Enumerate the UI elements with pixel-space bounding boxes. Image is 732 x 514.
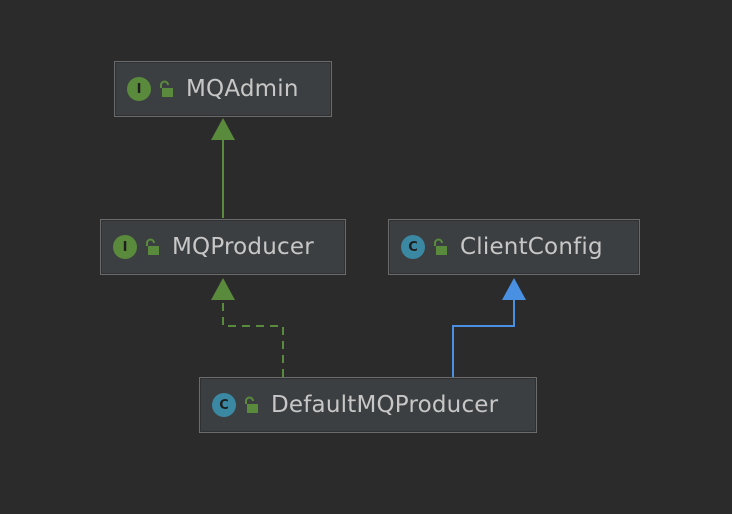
edge-defaultmqproducer-to-clientconfig: [452, 278, 526, 377]
open-lock-icon: [434, 238, 447, 255]
node-label: MQAdmin: [186, 76, 299, 102]
class-icon: C: [401, 235, 425, 259]
node-label: DefaultMQProducer: [271, 392, 499, 418]
interface-icon: I: [113, 235, 137, 259]
interface-icon: I: [127, 77, 151, 101]
node-mqproducer[interactable]: I MQProducer: [100, 219, 346, 275]
node-clientconfig[interactable]: C ClientConfig: [388, 219, 640, 275]
node-label: MQProducer: [172, 234, 314, 260]
class-icon: C: [212, 393, 236, 417]
node-mqadmin[interactable]: I MQAdmin: [114, 61, 332, 117]
open-lock-icon: [146, 238, 159, 255]
arrowhead-icon: [211, 118, 235, 140]
open-lock-icon: [245, 396, 258, 413]
open-lock-icon: [160, 80, 173, 97]
edge-mqproducer-to-mqadmin: [211, 118, 235, 218]
node-defaultmqproducer[interactable]: C DefaultMQProducer: [199, 377, 537, 433]
node-label: ClientConfig: [460, 234, 603, 260]
arrowhead-icon: [211, 278, 235, 300]
edge-defaultmqproducer-to-mqproducer: [211, 278, 284, 377]
arrowhead-icon: [502, 278, 526, 300]
